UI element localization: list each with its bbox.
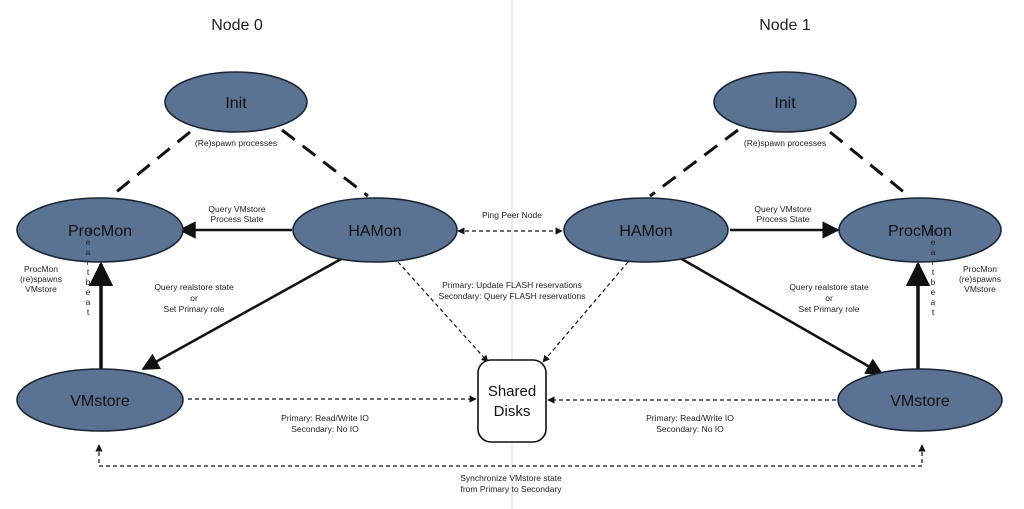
query-vmstore-label-node0: Query VMstore bbox=[208, 204, 265, 214]
sync-label-2: from Primary to Secondary bbox=[460, 484, 562, 494]
procmon-respawns-node1-3: VMstore bbox=[964, 284, 996, 294]
query-realstore-or-node1: or bbox=[825, 293, 833, 303]
io-primary-label-node0: Primary: Read/Write IO bbox=[281, 413, 369, 423]
flash-primary-label: Primary: Update FLASH reservations bbox=[442, 280, 582, 290]
process-state-label-node1: Process State bbox=[757, 214, 810, 224]
node0-init: Init bbox=[164, 71, 308, 133]
svg-text:Init: Init bbox=[225, 95, 247, 112]
query-realstore-or-node0: or bbox=[190, 293, 198, 303]
svg-text:ProcMon: ProcMon bbox=[68, 223, 132, 240]
svg-text:ProcMon: ProcMon bbox=[888, 223, 952, 240]
sync-label-1: Synchronize VMstore state bbox=[460, 473, 562, 483]
flash-secondary-label: Secondary: Query FLASH reservations bbox=[439, 291, 586, 301]
procmon-respawns-node0-1: ProcMon bbox=[24, 264, 58, 274]
ping-peer-label: Ping Peer Node bbox=[482, 210, 542, 220]
shared-disks: Shared Disks bbox=[477, 359, 547, 443]
node1-procmon: ProcMon bbox=[838, 197, 1002, 263]
query-realstore-label-node1: Query realstore state bbox=[789, 282, 869, 292]
set-primary-label-node0: Set Primary role bbox=[164, 304, 225, 314]
node0-vmstore: VMstore bbox=[16, 368, 184, 432]
node1-init: Init bbox=[713, 71, 857, 133]
node1-vmstore: VMstore bbox=[837, 368, 1003, 432]
set-primary-label-node1: Set Primary role bbox=[799, 304, 860, 314]
io-secondary-label-node0: Secondary: No IO bbox=[291, 424, 359, 434]
query-realstore-label-node0: Query realstore state bbox=[154, 282, 234, 292]
procmon-respawns-node1-2: (re)spawns bbox=[959, 274, 1001, 284]
query-vmstore-label-node1: Query VMstore bbox=[754, 204, 811, 214]
io-primary-label-node1: Primary: Read/Write IO bbox=[646, 413, 734, 423]
process-state-label-node0: Process State bbox=[211, 214, 264, 224]
node0-connectors bbox=[88, 128, 489, 403]
procmon-respawns-node0-3: VMstore bbox=[25, 284, 57, 294]
node0-procmon: ProcMon bbox=[16, 197, 184, 263]
svg-text:Init: Init bbox=[774, 95, 796, 112]
respawn-label-node1: (Re)spawn processes bbox=[744, 138, 826, 148]
node1-hamon: HAMon bbox=[563, 197, 729, 263]
svg-text:VMstore: VMstore bbox=[890, 393, 950, 410]
heartbeat-label-node0: Heartbeat bbox=[83, 227, 93, 317]
node0-title: Node 0 bbox=[211, 17, 263, 34]
svg-text:HAMon: HAMon bbox=[619, 223, 672, 240]
io-secondary-label-node1: Secondary: No IO bbox=[656, 424, 724, 434]
node0-hamon: HAMon bbox=[292, 197, 458, 263]
procmon-respawns-node1-1: ProcMon bbox=[963, 264, 997, 274]
heartbeat-label-node1: Heartbeat bbox=[928, 227, 938, 317]
sync-connector bbox=[95, 444, 926, 467]
svg-text:VMstore: VMstore bbox=[70, 393, 130, 410]
svg-text:Disks: Disks bbox=[494, 403, 531, 420]
svg-text:Shared: Shared bbox=[488, 383, 536, 400]
procmon-respawns-node0-2: (re)spawns bbox=[20, 274, 62, 284]
respawn-label-node0: (Re)spawn processes bbox=[195, 138, 277, 148]
node1-connectors bbox=[542, 128, 931, 404]
svg-text:HAMon: HAMon bbox=[348, 223, 401, 240]
node1-title: Node 1 bbox=[759, 17, 811, 34]
